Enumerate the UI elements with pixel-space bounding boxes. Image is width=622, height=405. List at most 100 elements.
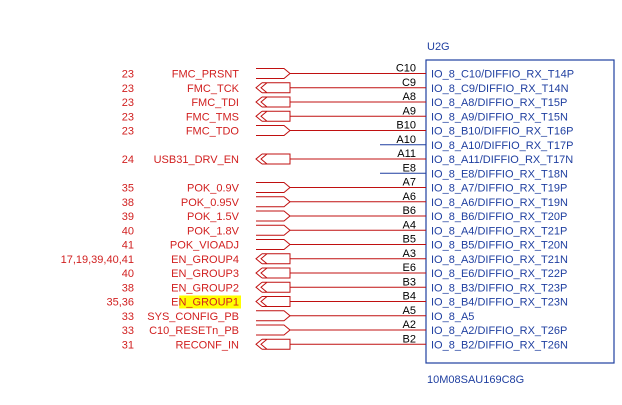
port-label: IO_8_B6/DIFFIO_RX_T20P (431, 211, 567, 223)
port-label: IO_8_E6/DIFFIO_RX_T22P (431, 268, 567, 280)
input-port-symbol (256, 224, 291, 236)
page-ref: 23 (122, 97, 134, 109)
net-name: FMC_TDI (191, 97, 239, 109)
port-label: IO_8_C9/DIFFIO_RX_T14N (431, 83, 569, 95)
output-port-symbol (255, 253, 291, 265)
pin-number: A8 (403, 91, 416, 103)
output-port-symbol (255, 153, 291, 165)
output-port-symbol (255, 110, 291, 122)
net-name: POK_0.9V (187, 183, 240, 195)
port-label: IO_8_A8/DIFFIO_RX_T15P (431, 97, 567, 109)
pin-number: A5 (403, 305, 416, 317)
page-ref: 40 (122, 268, 134, 280)
input-port-symbol (256, 182, 291, 193)
pin-number: A2 (403, 319, 416, 331)
net-name: FMC_TMS (186, 111, 239, 123)
component-ref: U2G (427, 41, 450, 53)
page-ref: 33 (122, 325, 134, 337)
port-label: IO_8_A4/DIFFIO_RX_T21P (431, 225, 567, 237)
port-label: IO_8_A7/DIFFIO_RX_T19P (431, 183, 567, 195)
pin-number: B4 (403, 291, 416, 303)
port-label: IO_8_A3/DIFFIO_RX_T21N (431, 254, 568, 266)
net-name: POK_VIOADJ (170, 240, 239, 252)
page-ref: 31 (122, 339, 134, 351)
input-port-symbol (256, 210, 291, 222)
output-port-symbol (255, 267, 291, 279)
net-name: POK_1.8V (187, 225, 240, 237)
page-ref: 40 (122, 225, 134, 237)
net-name: EN_GROUP3 (171, 268, 239, 280)
port-label: IO_8_A2/DIFFIO_RX_T26P (431, 325, 567, 337)
input-port-symbol (256, 310, 291, 322)
port-label: IO_8_B2/DIFFIO_RX_T26N (431, 339, 568, 351)
component-body (425, 59, 615, 364)
pin-number: A7 (403, 177, 416, 189)
output-port-symbol (255, 281, 291, 293)
net-name: EN_GROUP2 (171, 282, 239, 294)
output-port-symbol (255, 96, 291, 108)
page-ref: 39 (122, 211, 134, 223)
page-ref: 24 (122, 154, 134, 166)
page-ref: 23 (122, 69, 134, 81)
net-name: EN_GROUP1 (171, 297, 239, 309)
pin-number: C9 (402, 77, 416, 89)
port-label: IO_8_B3/DIFFIO_RX_T23P (431, 282, 567, 294)
page-ref: 38 (122, 282, 134, 294)
page-ref: 23 (122, 126, 134, 138)
output-port-symbol (255, 296, 291, 307)
port-label: IO_8_B5/DIFFIO_RX_T20N (431, 240, 568, 252)
port-label: IO_8_B4/DIFFIO_RX_T23N (431, 297, 568, 309)
input-port-symbol (256, 125, 291, 136)
net-highlight (179, 295, 241, 309)
port-label: IO_8_A10/DIFFIO_RX_T17P (431, 140, 573, 152)
net-name: EN_GROUP4 (171, 254, 239, 266)
net-name: FMC_TCK (187, 83, 240, 95)
component-part: 10M08SAU169C8G (427, 374, 524, 386)
pin-number: E8 (403, 162, 416, 174)
output-port-symbol (255, 338, 291, 350)
input-port-symbol (256, 68, 291, 79)
net-name: FMC_PRSNT (172, 69, 240, 81)
pin-number: A9 (403, 105, 416, 117)
port-label: IO_8_B10/DIFFIO_RX_T16P (431, 126, 573, 138)
input-port-symbol (256, 196, 291, 208)
pin-number: E6 (403, 262, 416, 274)
pin-number: B5 (403, 234, 416, 246)
pin-number: A11 (397, 148, 416, 160)
page-ref: 23 (122, 83, 134, 95)
pin-number: A3 (403, 248, 416, 260)
net-name: USB31_DRV_EN (154, 154, 239, 166)
pin-number: B3 (403, 276, 416, 288)
port-label: IO_8_A5 (431, 311, 474, 323)
net-name: C10_RESETn_PB (149, 325, 239, 337)
page-ref: 33 (122, 311, 134, 323)
net-name: SYS_CONFIG_PB (147, 311, 239, 323)
port-label: IO_8_C10/DIFFIO_RX_T14P (431, 69, 574, 81)
net-name: RECONF_IN (175, 339, 239, 351)
page-ref: 38 (122, 197, 134, 209)
net-name: POK_0.95V (181, 197, 240, 209)
pin-number: B6 (403, 205, 416, 217)
net-name: FMC_TDO (186, 126, 240, 138)
input-port-symbol (256, 239, 291, 250)
